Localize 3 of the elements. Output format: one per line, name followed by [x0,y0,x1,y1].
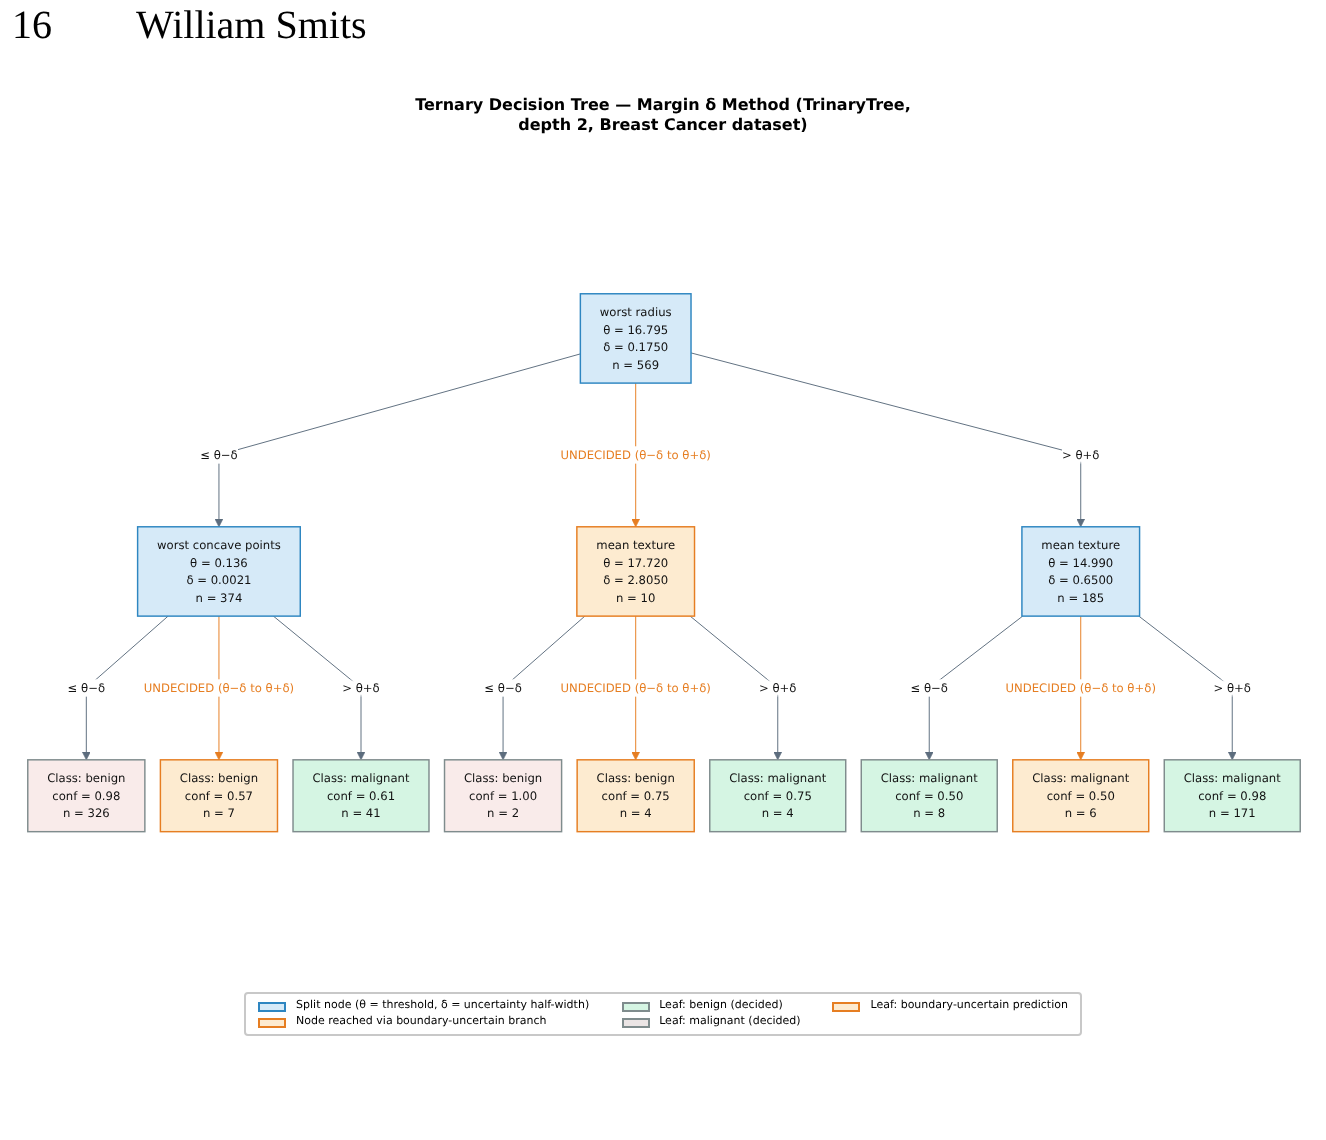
chart-title: Ternary Decision Tree — Margin δ Method (TrinaryTree, depth 2, Breast Cancer dataset) [413,96,913,136]
page-number: 16 [12,4,52,50]
author-name: William Smits [136,4,367,50]
